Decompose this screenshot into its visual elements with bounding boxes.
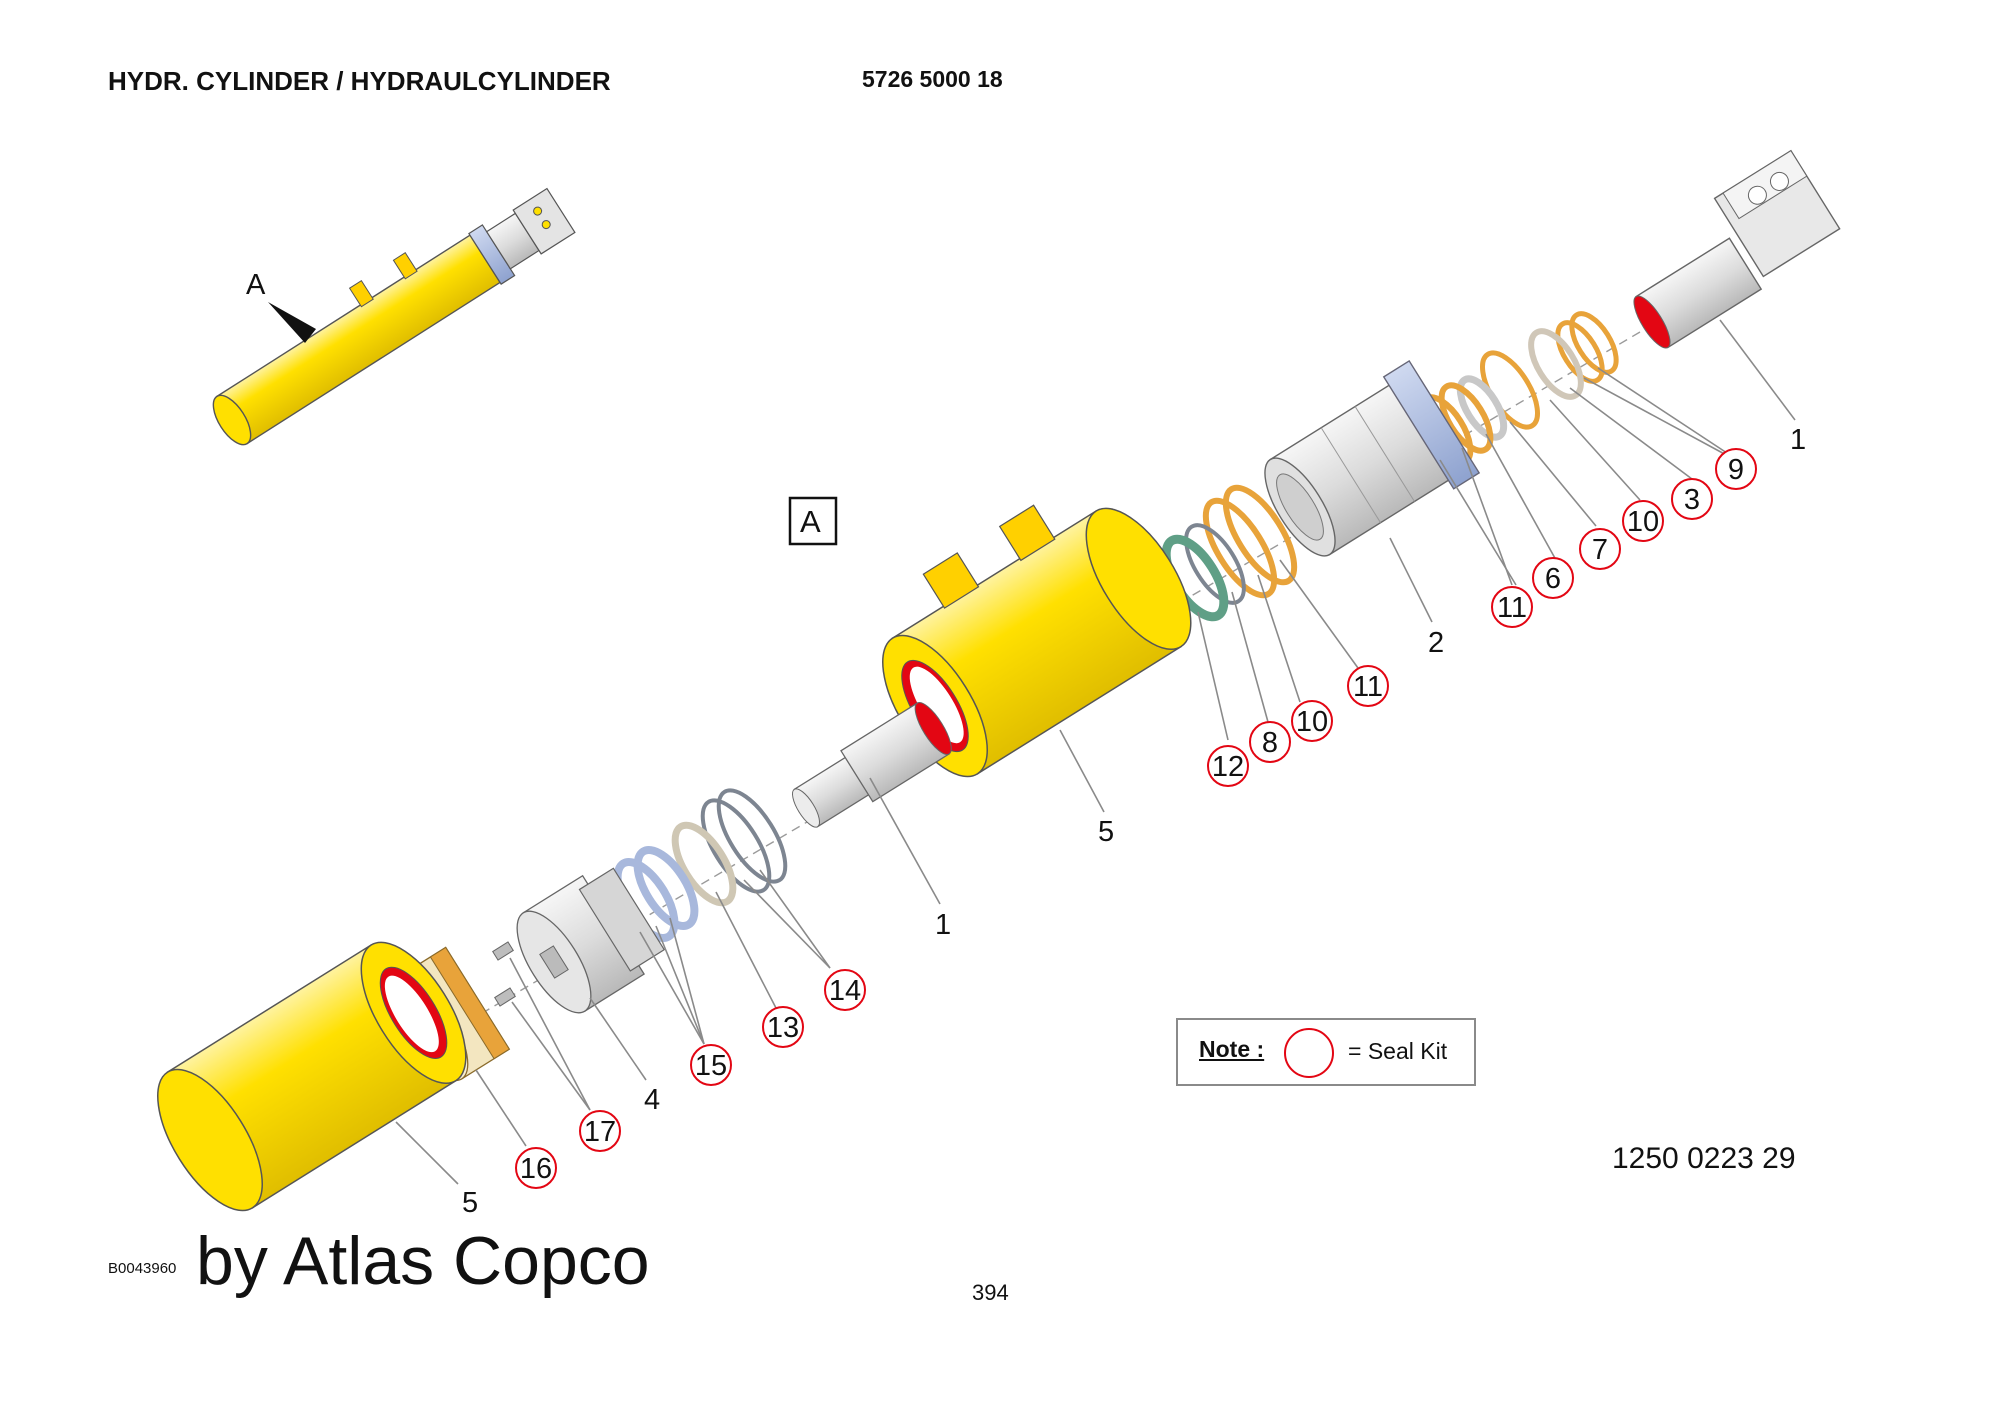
view-box-label: A <box>800 504 821 539</box>
overview-cylinder: A <box>212 187 576 446</box>
callout-15: 15 <box>695 1050 727 1082</box>
leader-lines <box>395 319 1796 1185</box>
page-title: HYDR. CYLINDER / HYDRAULCYLINDER <box>108 66 611 96</box>
callout-10-upper: 10 <box>1627 506 1659 538</box>
cylinder-tube-lower <box>157 941 467 1212</box>
note-label: Note : <box>1199 1036 1265 1062</box>
set-screws <box>492 941 516 1007</box>
callout-8: 8 <box>1262 727 1278 759</box>
seal-kit-circle-icon <box>1284 1028 1334 1078</box>
callout-10-middle: 10 <box>1296 706 1328 738</box>
cylinder-tube-middle <box>882 504 1192 778</box>
drawing-reference: 1250 0223 29 <box>1612 1142 1796 1175</box>
callout-16: 16 <box>520 1153 552 1185</box>
callout-3: 3 <box>1684 484 1700 516</box>
callout-17: 17 <box>584 1116 616 1148</box>
callout-9: 9 <box>1728 454 1744 486</box>
callout-5-lower: 5 <box>462 1187 478 1219</box>
callout-1-lower: 1 <box>935 909 951 941</box>
view-arrow-icon <box>268 302 316 343</box>
image-code: B0043960 <box>108 1260 177 1277</box>
callout-1-upper: 1 <box>1790 424 1806 456</box>
callout-11-upper: 11 <box>1497 592 1527 624</box>
callout-5-middle: 5 <box>1098 816 1114 848</box>
piston-rod-upper <box>1633 149 1841 349</box>
part-number: 5726 5000 18 <box>862 66 1003 92</box>
callout-14: 14 <box>829 975 861 1007</box>
seal-kit-legend: Note : = Seal Kit <box>1176 1018 1476 1086</box>
page-number: 394 <box>972 1280 1009 1305</box>
callout-2: 2 <box>1428 627 1444 659</box>
watermark: by Atlas Copco <box>196 1223 650 1299</box>
callout-13: 13 <box>767 1012 799 1044</box>
piston <box>516 867 666 1014</box>
cylinder-head <box>1264 359 1481 557</box>
callout-6: 6 <box>1545 563 1561 595</box>
view-arrow-label: A <box>246 269 266 301</box>
seal-kit-callouts: 9 3 10 7 6 11 11 10 8 12 14 13 15 17 16 <box>515 448 1757 1189</box>
callout-12: 12 <box>1212 751 1244 783</box>
callout-11-middle: 11 <box>1353 671 1383 703</box>
note-text: = Seal Kit <box>1348 1038 1448 1064</box>
callout-4: 4 <box>644 1084 660 1116</box>
view-box <box>788 496 838 546</box>
piston-rod-lower <box>792 702 952 828</box>
callout-7: 7 <box>1592 534 1608 566</box>
